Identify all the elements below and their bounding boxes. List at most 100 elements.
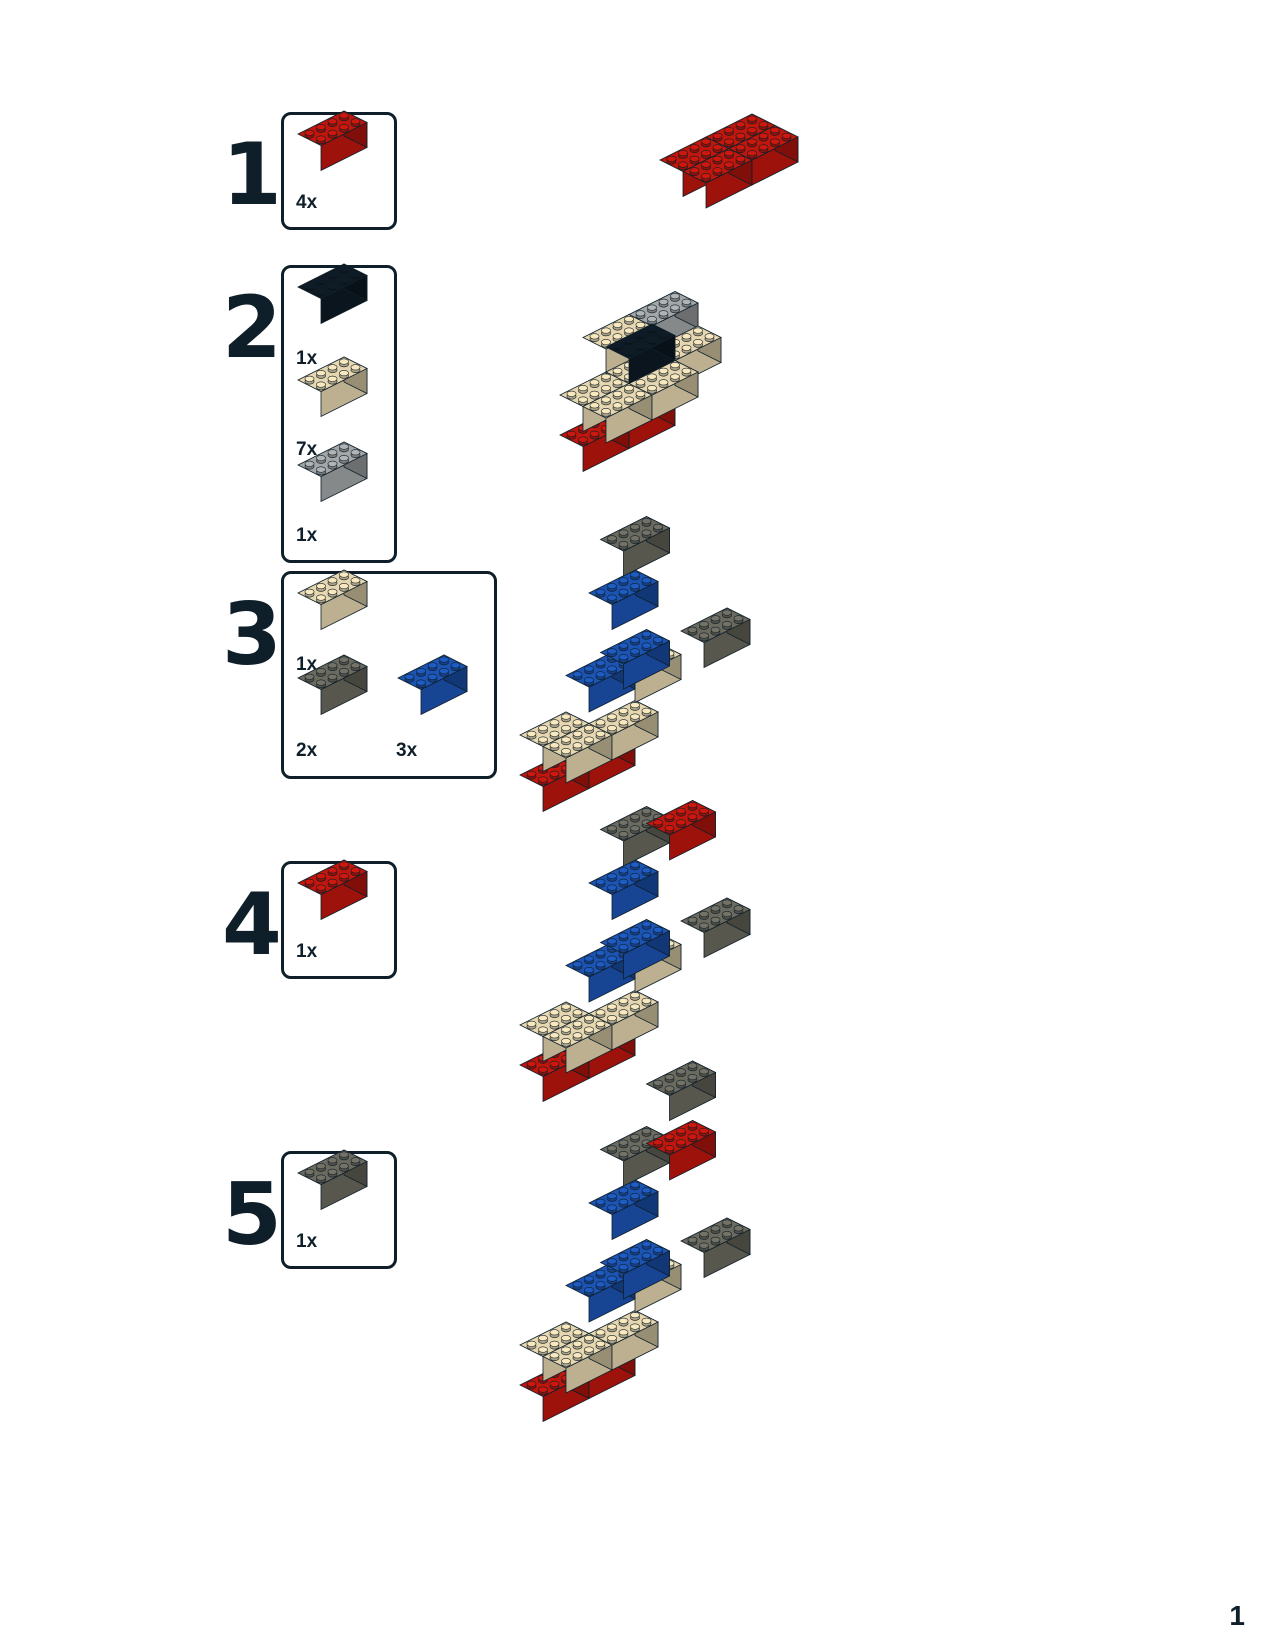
stud (561, 1038, 571, 1047)
stud (538, 736, 548, 746)
stud (339, 668, 349, 677)
stud (712, 132, 723, 142)
stud (595, 1198, 606, 1208)
stud (670, 293, 680, 302)
stud (607, 1275, 617, 1285)
stud (607, 955, 617, 965)
brick (682, 147, 753, 209)
stud (538, 1335, 548, 1344)
stud (589, 402, 600, 412)
step-5-model (519, 1060, 751, 1423)
stud (327, 460, 338, 470)
stud (618, 1264, 629, 1273)
brick (628, 359, 699, 421)
stud (572, 730, 583, 740)
stud (607, 873, 617, 882)
stud (676, 1139, 686, 1149)
stud (304, 588, 315, 598)
stud (624, 396, 634, 406)
stud (339, 112, 349, 122)
stud (404, 673, 415, 683)
stud (549, 1060, 560, 1070)
stud (339, 455, 349, 464)
stud (538, 1386, 548, 1396)
stud (618, 819, 629, 829)
stud (339, 583, 349, 592)
stud (689, 144, 700, 153)
stud (630, 713, 640, 723)
stud (450, 662, 461, 672)
stud (618, 1252, 629, 1262)
brick (599, 918, 671, 980)
step-number: 3 (222, 585, 282, 685)
stud (607, 825, 617, 834)
stud (747, 138, 757, 148)
stud (561, 1335, 571, 1344)
stud (595, 719, 606, 729)
parts-list: 1x 7x 1x (281, 263, 397, 563)
stud (689, 155, 700, 165)
brick (297, 110, 368, 172)
brick (599, 628, 671, 690)
stud (612, 390, 623, 400)
stud (526, 1380, 537, 1390)
stud (630, 571, 640, 581)
stud (724, 161, 734, 171)
stud (561, 1346, 571, 1356)
stud (607, 884, 617, 894)
stud (601, 408, 611, 417)
model-bricks (659, 113, 799, 209)
stud (595, 1281, 606, 1291)
stud (526, 1060, 537, 1070)
stud (641, 577, 652, 587)
stud (607, 1145, 617, 1155)
stud (572, 742, 583, 752)
stud (618, 1317, 629, 1327)
stud (630, 1181, 640, 1191)
stud (641, 808, 652, 817)
stud (350, 118, 361, 128)
stud (641, 631, 652, 640)
stud (678, 150, 688, 159)
stud (549, 1032, 560, 1042)
parts-list: 4x (281, 110, 397, 230)
stud (710, 905, 721, 914)
stud (647, 325, 657, 335)
stud (653, 1079, 663, 1089)
stud (416, 668, 426, 677)
brick (297, 356, 368, 418)
stud (607, 1204, 617, 1214)
stud (735, 132, 746, 142)
stud (327, 129, 338, 139)
stud (584, 1335, 594, 1344)
stud (607, 938, 617, 948)
brick (605, 323, 676, 385)
stud (641, 867, 652, 877)
stud (327, 662, 338, 672)
stud (327, 867, 338, 877)
stud (595, 1009, 606, 1019)
stud (561, 1003, 571, 1013)
brick (297, 859, 368, 921)
stud (653, 636, 663, 646)
stud (630, 1003, 640, 1013)
stud (416, 679, 426, 689)
stud (350, 662, 361, 672)
stud (601, 373, 611, 383)
stud (561, 748, 571, 757)
part-quantity: 3x (396, 740, 418, 761)
stud (658, 379, 669, 389)
stud (647, 385, 657, 394)
stud (316, 277, 326, 286)
stud (350, 364, 361, 374)
stud (647, 373, 657, 383)
stud (722, 1231, 732, 1240)
stud (549, 1020, 560, 1030)
stud (618, 588, 629, 598)
stud (647, 316, 657, 325)
stud (538, 725, 548, 734)
stud (630, 523, 640, 533)
brick (588, 569, 659, 631)
stud (584, 1346, 594, 1356)
stud (549, 719, 560, 729)
